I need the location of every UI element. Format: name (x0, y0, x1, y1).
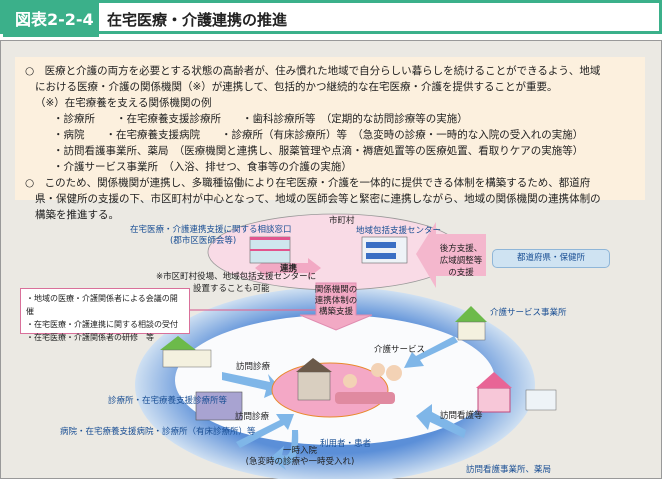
backup-label: 後方支援、広域調整等の支援 (436, 243, 486, 279)
note-line: ・訪問看護事業所、薬局 （医療機関と連携し、服薬管理や点滴・褥瘡処置等の医療処置… (53, 145, 584, 157)
arrow-admission (270, 430, 299, 470)
service-arrows (222, 336, 466, 470)
figure-header: 図表2-2-4 在宅医療・介護連携の推進 (0, 0, 662, 37)
admission-line: (急変時の診療や一時受入れ) (245, 457, 355, 467)
municipality-label: 市町村 (329, 216, 355, 226)
admission-label: 一時入院(急変時の診療や一時受入れ) (240, 446, 360, 468)
figure-label: 図表2-2-4 (3, 3, 99, 37)
support-label: 関係機関の連携体制の構築支援 (312, 285, 360, 318)
home-visit-label: 訪問診療 (236, 362, 271, 372)
activity-item: ・在宅医療・介護連携に関する相談の受付 (26, 320, 178, 329)
note-line: ・介護サービス事業所 （入浴、排せつ、食事等の介護の実施） (53, 161, 352, 173)
consult-window-sub: (郡市区医師会等) (170, 236, 237, 246)
footnote-line: ※市区町村役場、地域包括支援センターに (156, 272, 317, 282)
activity-item: ・地域の医療・介護関係者による会議の開催 (26, 294, 178, 316)
consult-window-label: 在宅医療・介護連携支援に関する相談窓口 (130, 225, 292, 235)
building-center (361, 236, 408, 264)
hospital-label: 病院・在宅療養支援病院・診療所（有床診療所）等 (60, 427, 256, 437)
support-line: 関係機関の (314, 285, 358, 295)
building-consult (249, 236, 291, 264)
building-care-office (455, 306, 487, 341)
note-line: ・診療所 ・在宅療養支援診療所 ・歯科診療所等 （定期的な訪問診療等の実施） (53, 113, 468, 125)
note-line: ○ 医療と介護の両方を必要とする状態の高齢者が、住み慣れた地域で自分らしい暮らし… (25, 65, 601, 77)
support-arrow (299, 282, 373, 331)
backup-line: の支援 (448, 268, 474, 278)
arrow-clinic (222, 372, 282, 398)
activity-item: ・在宅医療・介護関係者の研修 等 (26, 333, 154, 342)
building-nursing (476, 372, 557, 413)
nursing-label: 訪問看護等 (440, 411, 483, 421)
note-line: 構築を推進する。 (35, 209, 119, 221)
note-line: ・病院 ・在宅療養支援病院 ・診療所（有床診療所）等 （急変時の診療・一時的な入… (53, 129, 584, 141)
page-title: 在宅医療・介護連携の推進 (107, 11, 288, 29)
nursing-office-label: 訪問看護事業所、薬局 (466, 465, 552, 475)
note-line: ○ このため、関係機関が連携し、多職種協働により在宅医療・介護を一体的に提供でき… (25, 177, 591, 189)
regional-center-label: 地域包括支援センター (356, 226, 442, 236)
home-visit-label: 訪問診療 (235, 412, 270, 422)
building-clinic (160, 336, 212, 368)
footnote-line: 設置することも可能 (193, 284, 270, 294)
clinic-label: 診療所・在宅療養支援診療所等 (108, 396, 228, 406)
user-label: 利用者・患者 (320, 439, 372, 449)
backup-arrow (416, 222, 486, 288)
home-and-users (296, 358, 402, 404)
note-line: における医療・介護の関係機関（※）が連携して、包括的かつ継続的な在宅医療・介護を… (35, 81, 558, 93)
summary-box: ○ 医療と介護の両方を必要とする状態の高齢者が、住み慣れた地域で自分らしい暮らし… (15, 57, 645, 221)
arrow-care (404, 336, 458, 368)
cooperation-label: 連携 (280, 264, 298, 274)
care-service-label: 介護サービス (374, 345, 426, 355)
activities-box: ・地域の医療・介護関係者による会議の開催 ・在宅医療・介護連携に関する相談の受付… (20, 288, 190, 342)
building-hospital (195, 391, 243, 421)
backup-line: 後方支援、 (439, 244, 483, 254)
arrow-hospital (236, 414, 294, 448)
support-line: 連携体制の (314, 296, 358, 306)
arrow-nursing (416, 404, 466, 438)
note-line: 県・保健所の支援の下、市区町村が中心となって、地域の医師会等と緊密に連携しながら… (35, 193, 601, 205)
admission-line: 一時入院 (282, 446, 317, 456)
note-line: （※）在宅療養を支える関係機関の例 (35, 97, 212, 109)
prefecture-box: 都道府県・保健所 (492, 249, 610, 268)
backup-line: 広域調整等 (439, 256, 483, 266)
care-office-label: 介護サービス事業所 (490, 308, 567, 318)
support-line: 構築支援 (318, 307, 353, 317)
